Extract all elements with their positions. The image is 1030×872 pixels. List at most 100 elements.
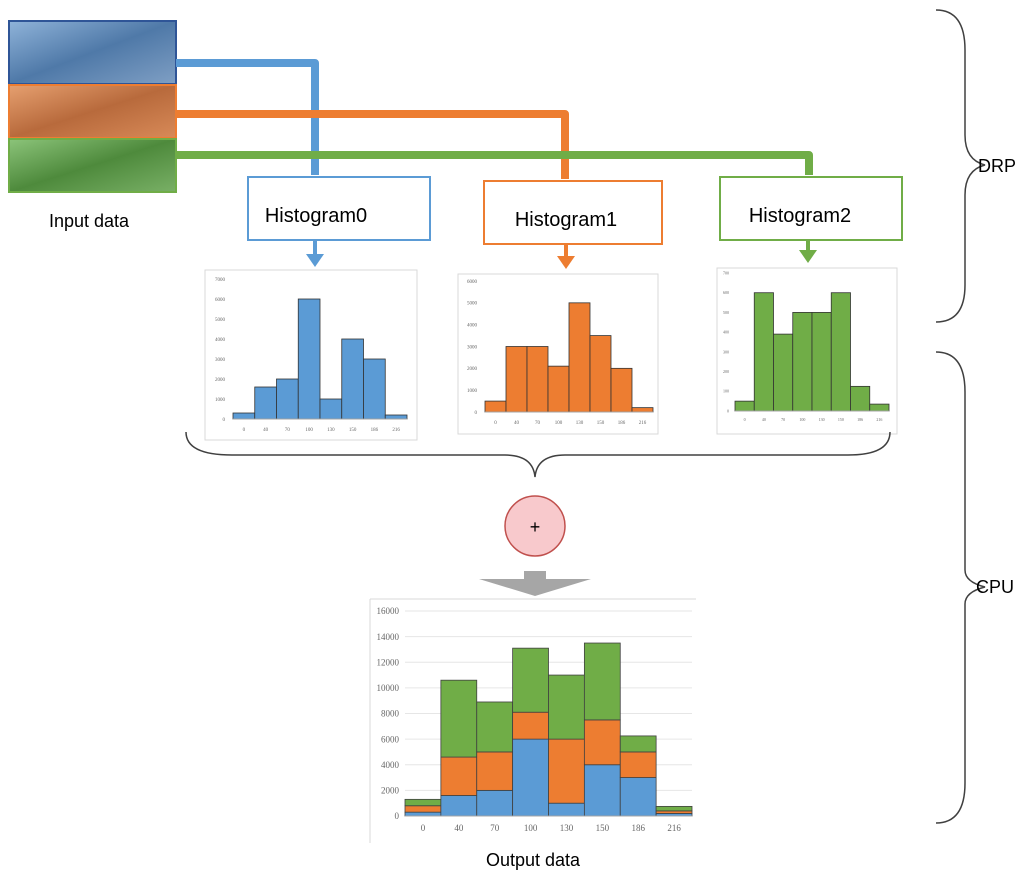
x-tick-label: 216 bbox=[876, 417, 882, 422]
y-tick-label: 3000 bbox=[467, 345, 478, 350]
x-tick-label: 130 bbox=[819, 417, 825, 422]
x-tick-label: 100 bbox=[799, 417, 805, 422]
stacked-bar-segment bbox=[404, 805, 442, 813]
x-tick-label: 40 bbox=[263, 428, 269, 433]
histogram-bar bbox=[830, 292, 851, 412]
y-tick-label: 400 bbox=[723, 330, 729, 335]
y-tick-label: 700 bbox=[723, 270, 729, 275]
y-tick-label: 1000 bbox=[467, 389, 478, 394]
histogram-bar bbox=[319, 398, 343, 420]
histogram-bar bbox=[792, 312, 813, 412]
stacked-bar-segment bbox=[619, 735, 657, 753]
x-tick-label: 100 bbox=[305, 428, 313, 433]
x-tick-label: 0 bbox=[421, 823, 426, 833]
histogram-bar bbox=[631, 407, 654, 413]
histogram-bar bbox=[589, 335, 612, 413]
histogram-bar bbox=[734, 400, 755, 412]
histogram-bar bbox=[869, 403, 890, 412]
stacked-bar-segment bbox=[476, 751, 514, 791]
histogram-bar bbox=[232, 412, 256, 420]
x-tick-label: 130 bbox=[576, 421, 584, 426]
y-tick-label: 6000 bbox=[381, 734, 400, 744]
drp-brace bbox=[935, 9, 986, 323]
histogram-bar bbox=[753, 292, 774, 412]
x-tick-label: 150 bbox=[597, 421, 605, 426]
y-tick-label: 8000 bbox=[381, 709, 400, 719]
x-tick-label: 186 bbox=[631, 823, 645, 833]
histogram-bar bbox=[547, 365, 570, 413]
x-tick-label: 40 bbox=[454, 823, 464, 833]
green-arrow-head bbox=[799, 250, 817, 263]
y-tick-label: 16000 bbox=[377, 606, 400, 616]
x-tick-label: 186 bbox=[618, 421, 626, 426]
x-tick-label: 186 bbox=[371, 428, 379, 433]
stacked-bar-segment bbox=[512, 647, 549, 713]
stacked-bar-segment bbox=[619, 777, 657, 817]
stacked-bar-segment bbox=[583, 642, 621, 721]
y-tick-label: 14000 bbox=[377, 632, 400, 642]
input-data-label: Input data bbox=[49, 211, 130, 231]
input-image bbox=[8, 20, 177, 193]
y-tick-label: 0 bbox=[223, 418, 226, 423]
stacked-bar-segment bbox=[619, 751, 657, 778]
blue-route-line bbox=[176, 59, 319, 175]
stacked-bar-segment bbox=[512, 738, 549, 817]
x-tick-label: 70 bbox=[285, 428, 291, 433]
histogram-bar bbox=[384, 414, 408, 420]
histogram1-label: Histogram1 bbox=[515, 209, 617, 231]
y-tick-label: 4000 bbox=[381, 760, 400, 770]
y-tick-label: 600 bbox=[723, 290, 729, 295]
x-tick-label: 150 bbox=[596, 823, 610, 833]
stacked-bar-segment bbox=[548, 674, 585, 740]
x-tick-label: 150 bbox=[349, 428, 357, 433]
x-tick-label: 216 bbox=[639, 421, 647, 426]
input-green-channel bbox=[8, 138, 177, 193]
histogram0-box: Histogram0 bbox=[247, 176, 431, 241]
x-tick-label: 0 bbox=[494, 421, 497, 426]
x-tick-label: 216 bbox=[667, 823, 681, 833]
y-tick-label: 4000 bbox=[467, 323, 478, 328]
histogram-bar bbox=[363, 358, 386, 420]
x-tick-label: 150 bbox=[838, 417, 844, 422]
x-tick-label: 216 bbox=[392, 428, 400, 433]
y-tick-label: 100 bbox=[723, 389, 729, 394]
stacked-bar-segment bbox=[655, 805, 693, 812]
x-tick-label: 0 bbox=[744, 417, 746, 422]
y-tick-label: 12000 bbox=[377, 657, 400, 667]
y-tick-label: 2000 bbox=[467, 367, 478, 372]
histogram2-label: Histogram2 bbox=[749, 205, 851, 227]
histogram-bar bbox=[297, 298, 321, 420]
stacked-bar-segment bbox=[476, 789, 514, 817]
stacked-bar-segment bbox=[440, 795, 478, 817]
stacked-bar-segment bbox=[404, 811, 442, 817]
input-blue-channel bbox=[8, 20, 177, 85]
combine-brace bbox=[185, 431, 891, 478]
y-tick-label: 0 bbox=[727, 408, 729, 413]
stacked-bar-segment bbox=[440, 756, 478, 796]
green-route-line bbox=[176, 151, 813, 175]
histogram-bar bbox=[850, 385, 871, 412]
y-tick-label: 200 bbox=[723, 369, 729, 374]
x-tick-label: 100 bbox=[524, 823, 538, 833]
histogram-bar bbox=[610, 367, 633, 413]
stacked-bar-segment bbox=[583, 719, 621, 766]
stacked-bar-segment bbox=[512, 711, 549, 740]
y-tick-label: 500 bbox=[723, 310, 729, 315]
histogram-bar bbox=[811, 312, 832, 412]
y-tick-label: 7000 bbox=[215, 278, 226, 283]
orange-route-line bbox=[176, 110, 569, 179]
y-tick-label: 4000 bbox=[215, 338, 226, 343]
stacked-bar-segment bbox=[583, 764, 621, 817]
x-tick-label: 0 bbox=[243, 428, 246, 433]
y-tick-label: 3000 bbox=[215, 358, 226, 363]
box-arrows bbox=[306, 240, 817, 269]
histogram-bar bbox=[505, 346, 528, 413]
sum-operator-circle bbox=[504, 495, 566, 557]
y-tick-label: 1000 bbox=[215, 398, 226, 403]
histogram-bar bbox=[254, 386, 277, 420]
